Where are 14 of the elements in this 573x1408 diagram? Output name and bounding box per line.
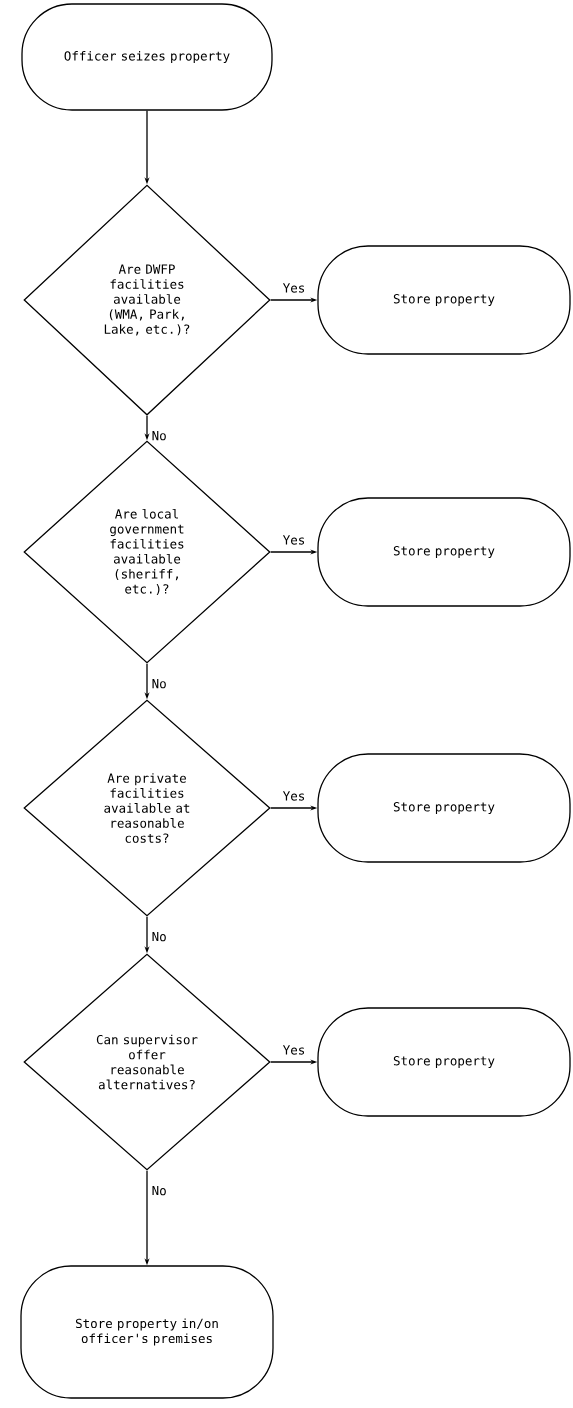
edge-label: Yes xyxy=(282,535,305,545)
terminal-box: Store property xyxy=(317,497,571,607)
edge-label: No xyxy=(152,932,166,942)
terminal-box: Store property in/on officer's premises xyxy=(20,1265,274,1399)
edge-label: No xyxy=(152,1186,166,1196)
edge-label: Yes xyxy=(282,791,305,801)
edge-label: Yes xyxy=(282,283,305,293)
edge-label: No xyxy=(152,679,166,689)
edge-label: No xyxy=(152,431,166,441)
terminal-box: Officer seizes property xyxy=(21,3,273,111)
terminal-box: Store property xyxy=(317,753,571,863)
edge-label: Yes xyxy=(282,1045,305,1055)
terminal-box: Store property xyxy=(317,1007,571,1117)
terminal-box: Store property xyxy=(317,245,571,355)
